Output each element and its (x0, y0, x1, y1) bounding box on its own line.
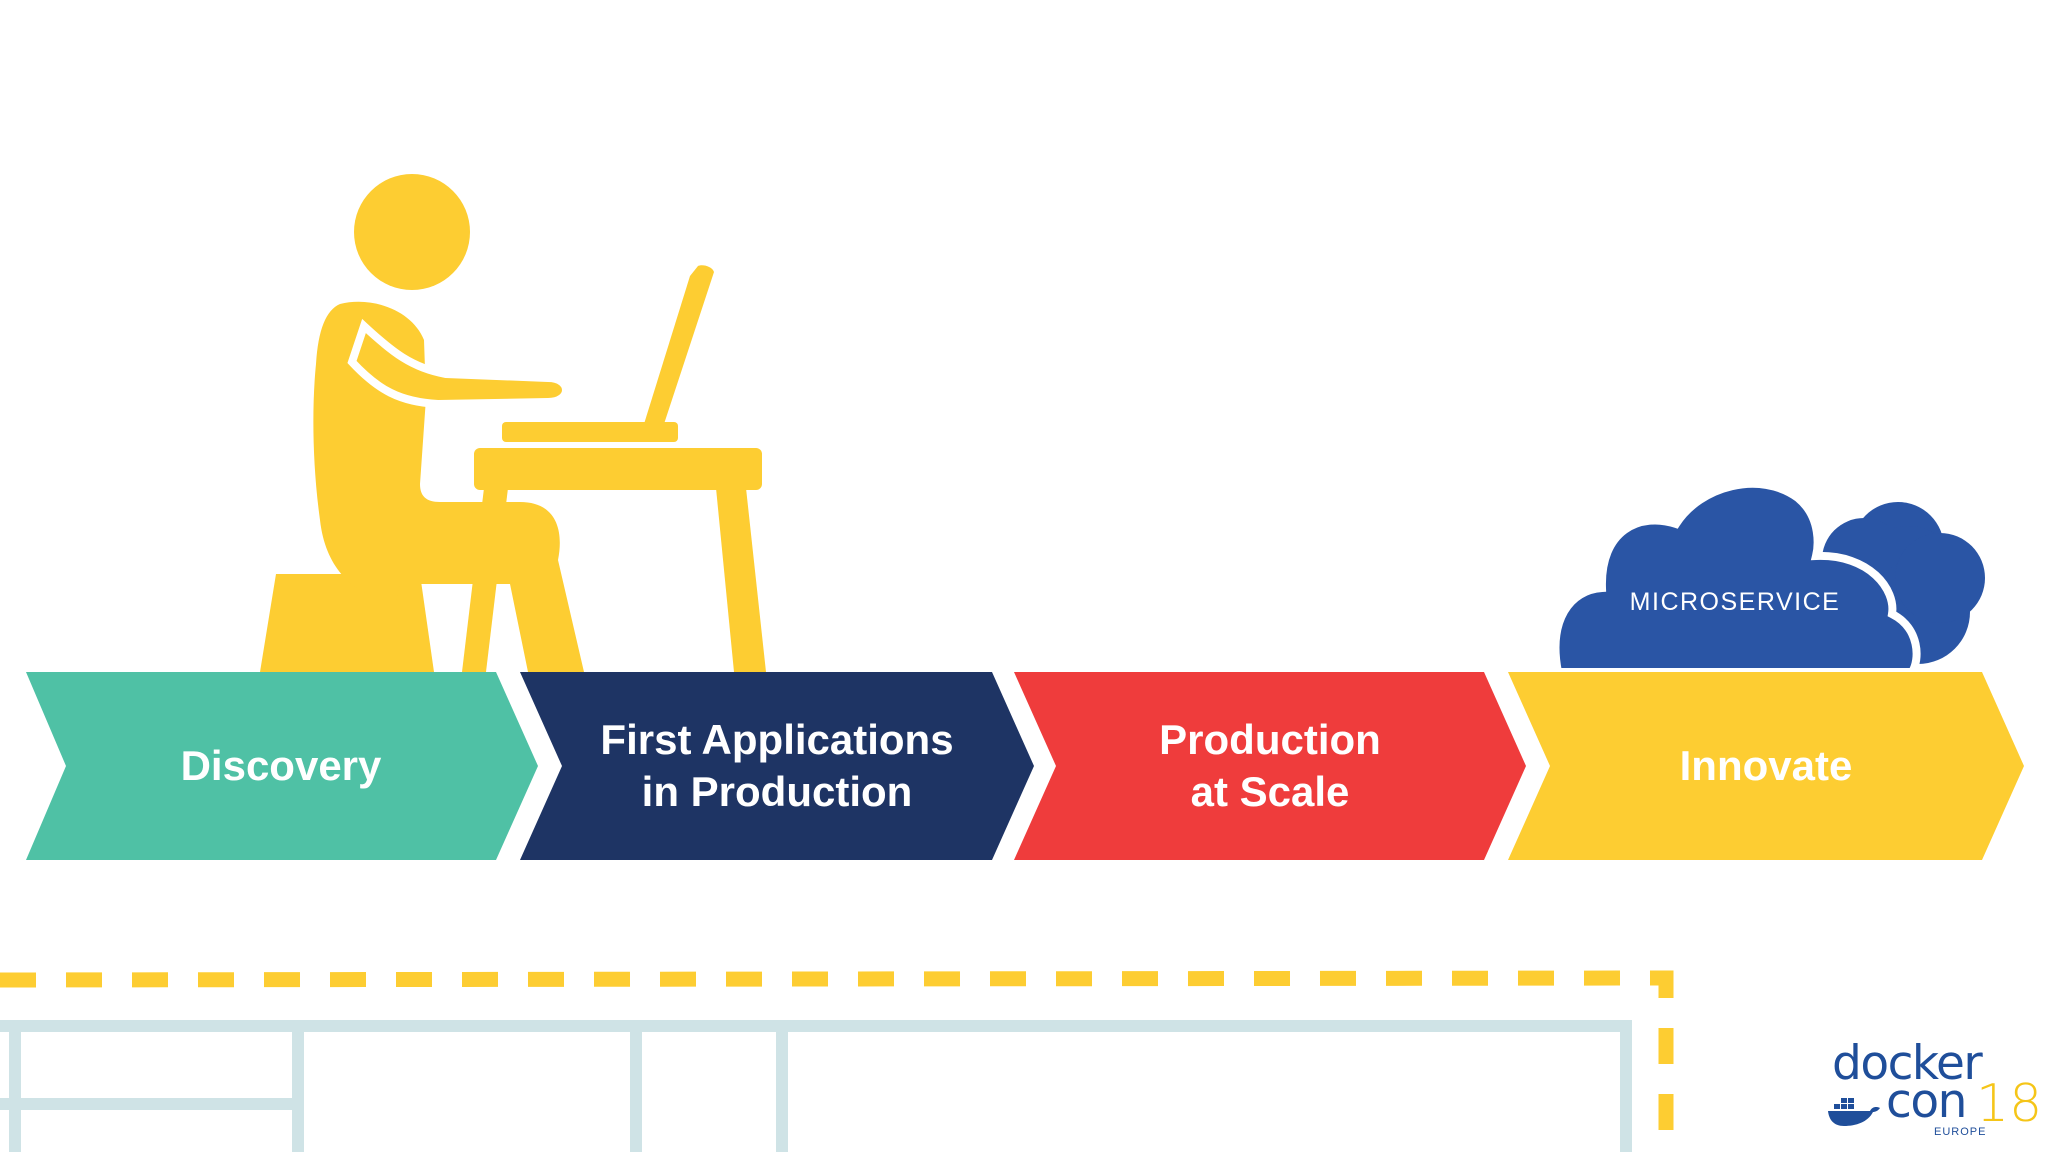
discovery-chevron (26, 672, 538, 860)
container-frame (0, 1020, 1632, 1152)
docker-whale-icon (1828, 1098, 1880, 1126)
logo-region: EUROPE (1934, 1126, 1987, 1138)
stage-first-applications-line1: First Applications (600, 716, 954, 763)
stage-innovate-label: Innovate (1550, 672, 1982, 860)
stage-first-applications-label: First Applications in Production (562, 672, 992, 860)
logo-word-docker: docker (1832, 1036, 1983, 1091)
microservice-cloud-icon (1551, 479, 1985, 676)
logo-number: 18 (1976, 1074, 2043, 1134)
dockercon-logo: docker con 18 EUROPE (1826, 1034, 2042, 1138)
person-at-laptop-icon (260, 174, 766, 672)
innovate-chevron (1508, 672, 2024, 860)
dashed-frame (0, 970, 1674, 1152)
first-applications-chevron (520, 672, 1034, 860)
stage-production-line1: Production (1159, 716, 1381, 763)
production-at-scale-chevron (1014, 672, 1526, 860)
stage-first-applications-line2: in Production (641, 768, 913, 815)
logo-word-con: con (1886, 1074, 1967, 1129)
stage-production-line2: at Scale (1190, 768, 1350, 815)
stage-production-label: Production at Scale (1056, 672, 1484, 860)
stage-innovate-line1: Innovate (1679, 742, 1853, 789)
microservice-label: MICROSERVICE (1629, 588, 1841, 616)
stage-discovery-line1: Discovery (180, 742, 382, 789)
stage-discovery-label: Discovery (66, 672, 496, 860)
